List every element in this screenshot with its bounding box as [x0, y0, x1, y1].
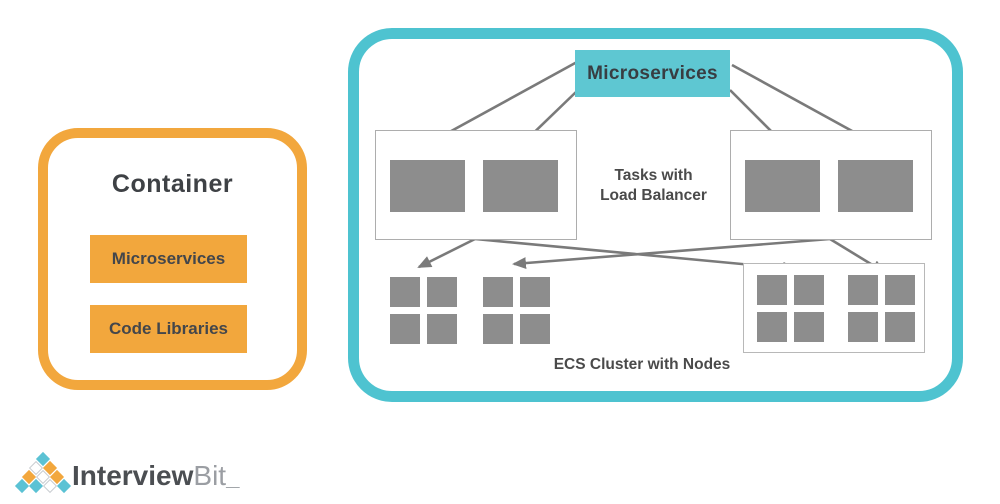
ecs-cluster-label: ECS Cluster with Nodes [553, 356, 731, 373]
node-square [885, 312, 915, 342]
node-square [885, 275, 915, 305]
microservices-box: Microservices [575, 50, 730, 97]
logo-text-secondary: Bit [193, 460, 227, 491]
node-square [520, 314, 550, 344]
node-square [427, 314, 457, 344]
node-square [757, 312, 787, 342]
node-group-2 [483, 277, 550, 344]
task-rect [390, 160, 465, 212]
tasks-label-line1: Tasks with [614, 167, 693, 184]
tasks-label-line2: Load Balancer [600, 187, 707, 204]
logo-text: InterviewBit_ [72, 460, 239, 492]
container-title: Container [111, 170, 234, 198]
task-group-left [375, 130, 577, 240]
task-rect [745, 160, 820, 212]
task-group-right [730, 130, 932, 240]
node-square [390, 277, 420, 307]
node-group-4 [848, 275, 915, 342]
node-square [794, 312, 824, 342]
node-square [483, 314, 513, 344]
tasks-load-balancer-label: Tasks with Load Balancer [577, 166, 730, 206]
logo-text-primary: Interview [72, 460, 194, 491]
node-square [483, 277, 513, 307]
node-square [848, 275, 878, 305]
node-square [794, 275, 824, 305]
container-item-code-libraries: Code Libraries [90, 305, 247, 353]
node-group-1 [390, 277, 457, 344]
node-square [520, 277, 550, 307]
node-square [390, 314, 420, 344]
node-group-3 [757, 275, 824, 342]
interviewbit-logo: InterviewBit_ [14, 446, 260, 504]
logo-cursor: _ [226, 464, 240, 491]
task-rect [483, 160, 558, 212]
node-square [757, 275, 787, 305]
node-square [848, 312, 878, 342]
task-rect [838, 160, 913, 212]
node-square [427, 277, 457, 307]
container-item-microservices: Microservices [90, 235, 247, 283]
